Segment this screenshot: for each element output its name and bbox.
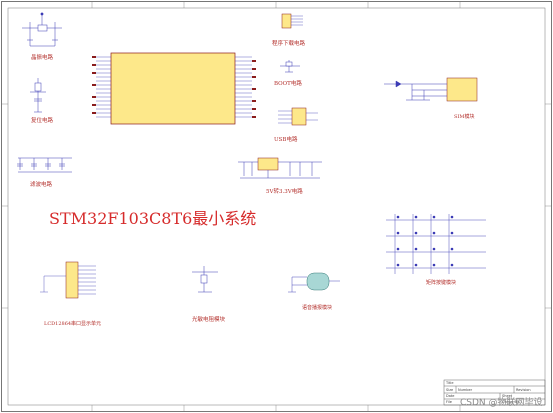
voice-module <box>288 272 340 293</box>
power-circuit-label: 5V转3.3V电路 <box>266 187 303 195</box>
sim-module-label: SIM模块 <box>454 113 475 120</box>
photoresistor-module <box>192 266 218 293</box>
usb-circuit-label: USB电路 <box>274 135 298 143</box>
title-block-revision: Revision <box>516 388 531 392</box>
title-block <box>443 379 546 406</box>
crystal-circuit <box>22 12 62 47</box>
title-block-size: Size <box>446 388 453 392</box>
mcu-chip <box>92 52 256 125</box>
title-block-drawn-by: Drawn By <box>502 400 519 404</box>
filter-circuit-label: 滤波电路 <box>30 180 53 188</box>
title-block-file: File <box>446 400 452 404</box>
usb-connector <box>278 107 318 126</box>
sheet-title: STM32F103C8T6最小系统 <box>49 209 256 228</box>
download-header <box>281 13 303 29</box>
filter-circuit <box>17 157 72 173</box>
title-block-title: Title <box>445 381 454 385</box>
watermark: CSDN @物联网毕设 <box>460 396 543 408</box>
lcd-unit-label: LCD12864串口显示单元 <box>44 320 101 327</box>
crystal-circuit-label: 晶振电路 <box>31 53 54 61</box>
voice-module-label: 语音播报模块 <box>302 304 332 311</box>
download-circuit-label: 程序下载电路 <box>272 39 306 47</box>
title-block-date: Date <box>446 394 454 398</box>
reset-circuit-label: 复位电路 <box>31 116 54 124</box>
photoresistor-label: 光敏电阻模块 <box>192 315 226 323</box>
power-regulator <box>238 157 322 179</box>
lcd-connector <box>40 261 96 299</box>
title-block-number: Number <box>458 388 473 392</box>
sim-module <box>384 77 478 102</box>
matrix-keypad <box>386 214 486 274</box>
boot-circuit-label: BOOT电路 <box>274 79 302 87</box>
keypad-module-label: 矩阵按键模块 <box>426 279 456 286</box>
title-block-sheet: Sheet <box>502 394 513 398</box>
reset-circuit <box>30 78 46 113</box>
boot-circuit <box>280 60 300 73</box>
